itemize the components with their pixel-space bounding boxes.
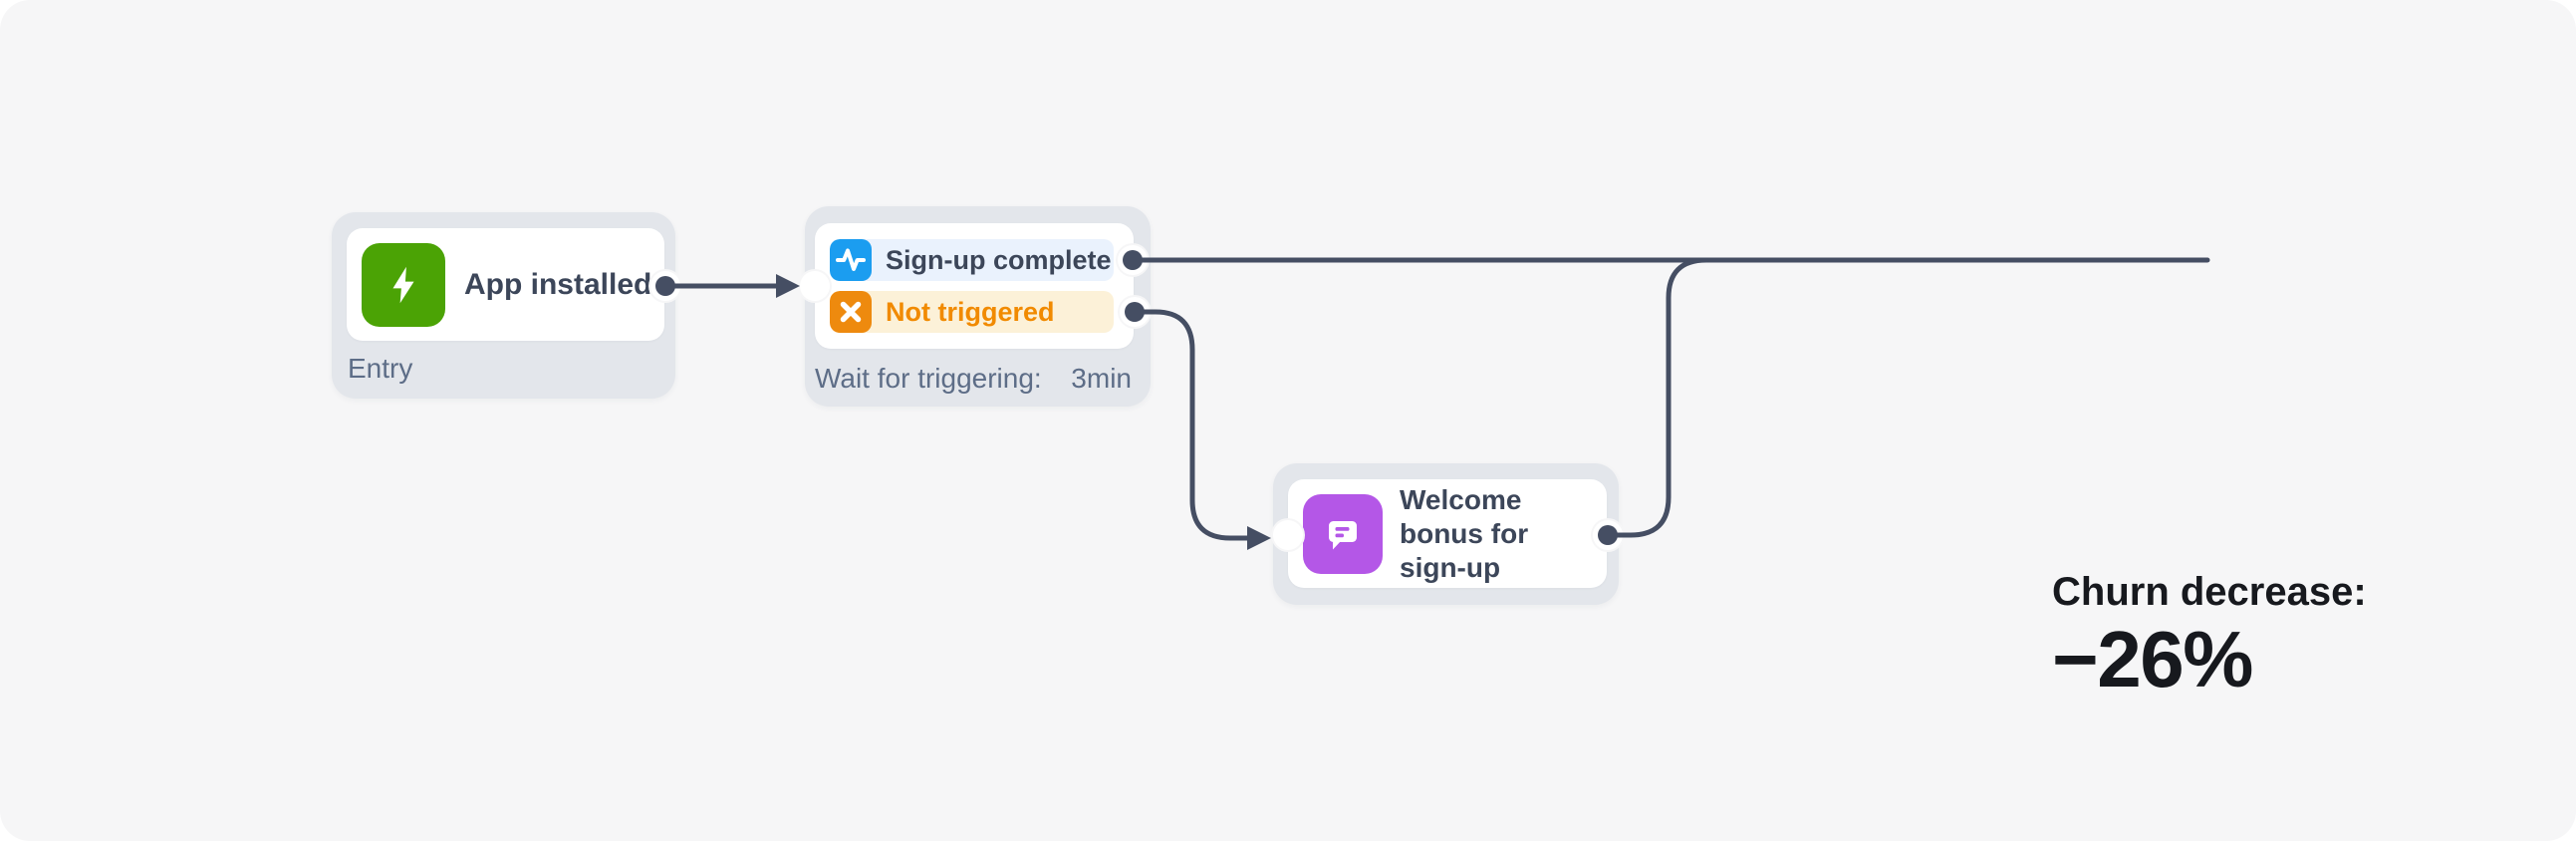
cross-icon	[830, 291, 872, 333]
action-node-title: Welcome bonus for sign-up	[1400, 483, 1529, 583]
entry-node-title: App installed	[464, 267, 652, 301]
entry-badge: Entry	[348, 353, 413, 384]
branch-row-triggered[interactable]: Sign-up complete	[830, 239, 1114, 281]
connector-not-triggered-branch	[1132, 309, 1250, 541]
wait-for-trigger-node[interactable]: Sign-up complete Not triggered Wait for …	[805, 206, 1151, 407]
chat-message-icon	[1303, 493, 1383, 574]
branch-label-triggered: Sign-up complete	[886, 244, 1112, 275]
branch-label-not-triggered: Not triggered	[886, 296, 1055, 327]
arrowhead-into-wait-node	[776, 274, 800, 298]
wait-footer: Wait for triggering: 3min	[815, 363, 1132, 395]
action-node-card[interactable]: Welcome bonus for sign-up	[1288, 479, 1607, 588]
wait-footer-value[interactable]: 3min	[1071, 363, 1132, 394]
metric-value: −26%	[2052, 615, 2253, 703]
metric-label: Churn decrease:	[2052, 570, 2367, 614]
wait-footer-label: Wait for triggering:	[815, 363, 1042, 394]
metric-block: Churn decrease: −26%	[2052, 572, 2367, 700]
connector-action-output	[1605, 257, 1709, 538]
action-node[interactable]: Welcome bonus for sign-up	[1273, 463, 1619, 605]
arrowhead-into-action-node	[1247, 526, 1271, 550]
entry-node-card[interactable]: App installed	[347, 228, 664, 341]
entry-node[interactable]: App installed Entry	[332, 212, 675, 399]
branch-row-not-triggered[interactable]: Not triggered	[830, 291, 1114, 333]
activity-pulse-icon	[830, 239, 872, 281]
lightning-icon	[362, 242, 445, 327]
wait-node-card: Sign-up complete Not triggered	[815, 223, 1134, 349]
